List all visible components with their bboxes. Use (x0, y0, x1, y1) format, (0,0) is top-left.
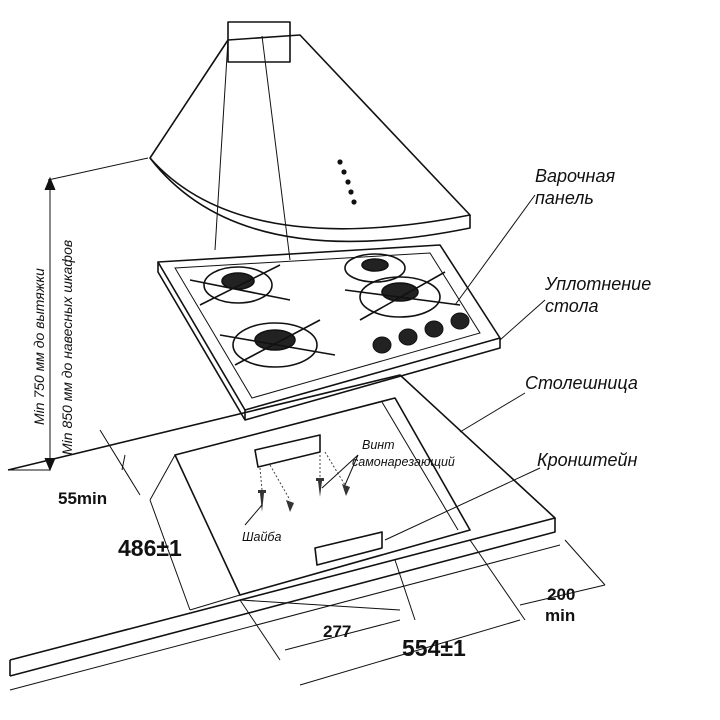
countertop-cutout (174, 397, 471, 596)
dim-front-gap: 55min (58, 489, 107, 508)
screws (258, 451, 350, 512)
label-washer: Шайба (242, 530, 281, 544)
dim-side-gap: 200 (547, 585, 575, 604)
cooker-hood (149, 21, 471, 261)
label-screw: самонарезающий (352, 455, 455, 469)
dim-depth: 486±1 (118, 535, 182, 561)
burner (344, 271, 461, 321)
burner (189, 264, 291, 306)
hob-knobs (372, 312, 470, 354)
gas-hob (157, 244, 501, 421)
label-bracket: Кронштейн (537, 450, 637, 470)
dim-width: 554±1 (402, 635, 466, 661)
dimension-lines (44, 176, 606, 686)
hood-control-buttons (337, 159, 357, 205)
label-seal: Уплотнение (544, 274, 651, 294)
label-seal: стола (545, 296, 599, 316)
label-countertop: Столешница (525, 373, 638, 393)
label-screw: Винт (362, 438, 395, 452)
dim-hood-clearance: Min 750 мм до вытяжки (31, 268, 47, 425)
burner (219, 319, 336, 368)
dim-side-gap-unit: min (545, 606, 575, 625)
dim-cabinet-clearance: Min 850 мм до навесных шкафов (59, 240, 75, 455)
mounting-bracket (254, 434, 383, 566)
label-hob: панель (535, 188, 594, 208)
countertop-slab (7, 374, 561, 691)
dim-bracket-offset: 277 (323, 622, 351, 641)
label-hob: Варочная (535, 166, 615, 186)
leader-lines (8, 157, 546, 541)
